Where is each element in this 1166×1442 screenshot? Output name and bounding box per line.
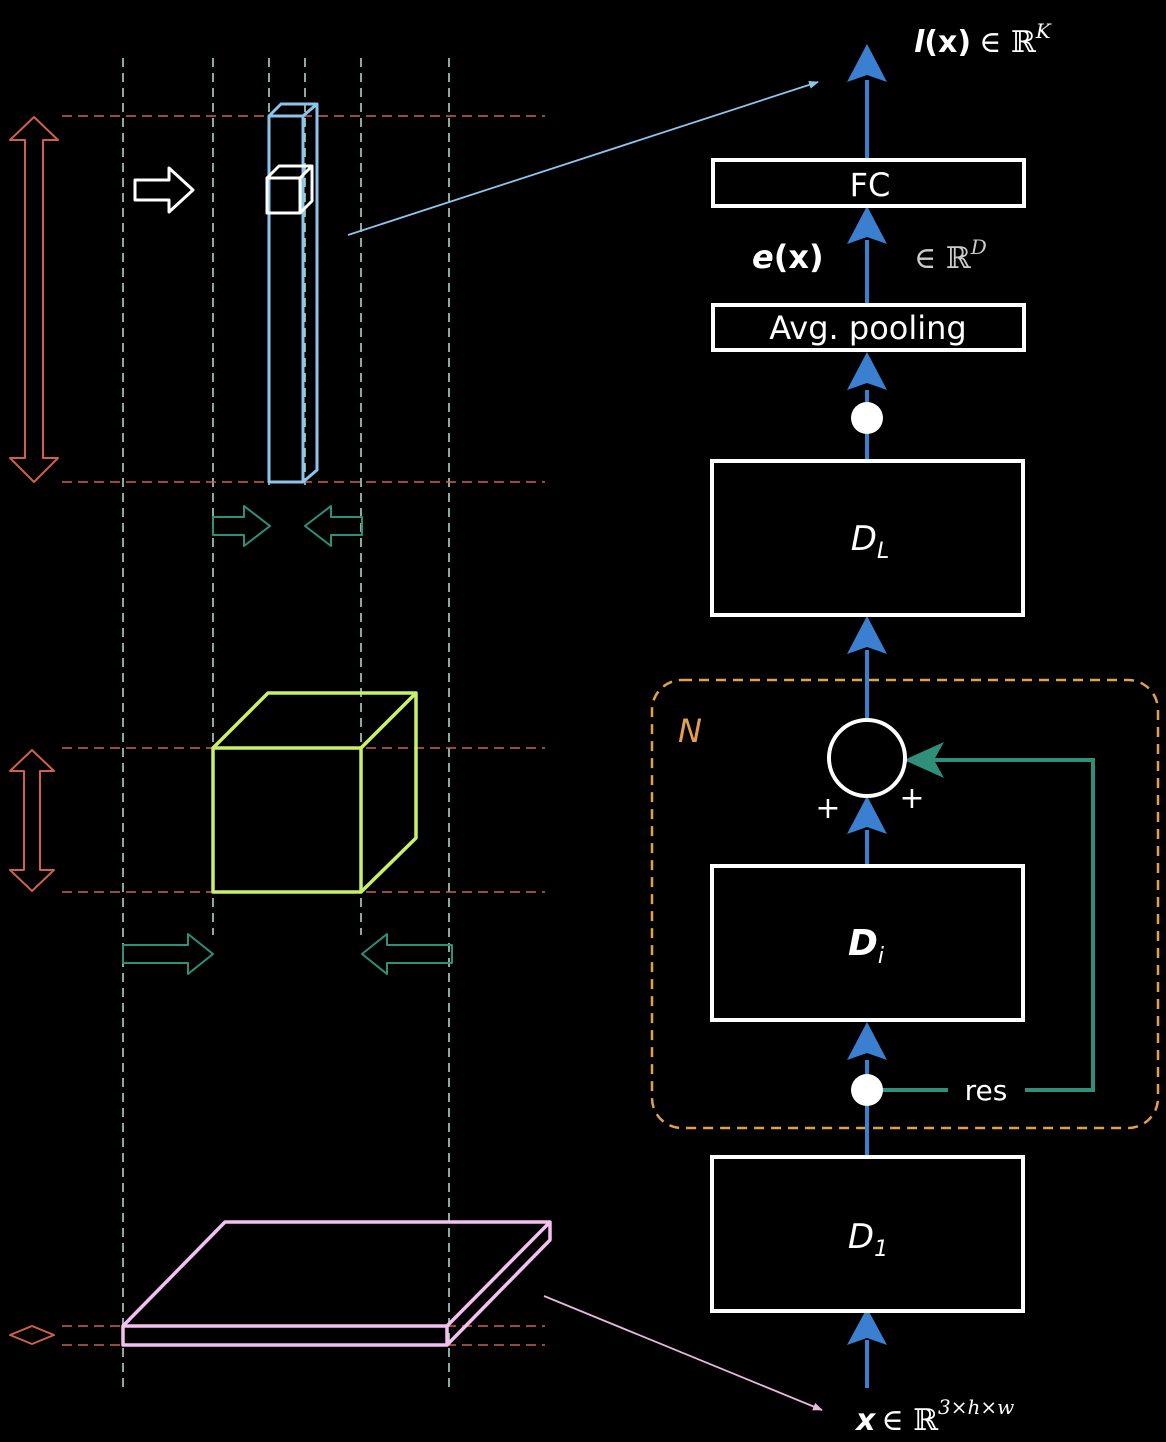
projection-line-bottom bbox=[543, 1295, 823, 1411]
input-space: ∈ ℝ bbox=[881, 1403, 939, 1438]
embedding-space: ∈ ℝ bbox=[914, 241, 972, 276]
block-d1-label: D1 bbox=[848, 1217, 888, 1262]
feature-column-top bbox=[267, 102, 319, 484]
embedding-symbol-label: e(x) bbox=[752, 238, 824, 276]
residual-group-box bbox=[650, 678, 1160, 1130]
arrowhead-dl bbox=[847, 616, 887, 654]
arrowhead-fc bbox=[847, 206, 887, 244]
output-symbol: l bbox=[914, 25, 925, 60]
input-exponent: 3×h×w bbox=[938, 1395, 1014, 1419]
fc-box bbox=[711, 158, 1026, 208]
input-label: x∈ ℝ3×h×w bbox=[854, 1395, 1014, 1438]
arrowhead-d1-di bbox=[847, 1022, 887, 1060]
width-arrows-mid bbox=[122, 933, 453, 975]
embedding-exponent: D bbox=[970, 235, 987, 259]
residual-arrowhead bbox=[904, 742, 944, 778]
block-di-sub: i bbox=[878, 944, 884, 969]
height-arrow-top bbox=[9, 116, 59, 483]
feature-cube-mid bbox=[211, 691, 418, 894]
height-arrow-bottom bbox=[9, 1325, 55, 1345]
block-di bbox=[710, 864, 1025, 1022]
block-di-label: Di bbox=[848, 923, 884, 969]
pooling-label: Avg. pooling bbox=[769, 309, 966, 347]
arrowhead-input bbox=[847, 1308, 887, 1345]
output-space: ∈ ℝ bbox=[979, 25, 1037, 60]
group-label: N bbox=[678, 712, 702, 750]
input-symbol: x bbox=[854, 1403, 877, 1438]
block-dl-label: DL bbox=[851, 519, 889, 564]
projection-line-top bbox=[347, 80, 819, 236]
block-d1-base: D bbox=[848, 1217, 874, 1257]
split-node-res bbox=[851, 1074, 883, 1106]
block-dl-sub: L bbox=[877, 539, 889, 564]
flow-arrowheads bbox=[847, 44, 887, 1345]
output-exponent: K bbox=[1035, 19, 1052, 43]
height-arrow-mid bbox=[9, 749, 55, 892]
residual-path bbox=[878, 758, 1095, 1092]
block-d1-sub: 1 bbox=[874, 1237, 888, 1262]
sum-node bbox=[827, 718, 907, 798]
output-label: l(x)∈ ℝK bbox=[914, 19, 1052, 60]
width-arrows-top bbox=[212, 505, 363, 547]
kernel-pointer-arrow bbox=[133, 166, 195, 214]
split-node-top bbox=[851, 402, 883, 434]
res-label: res bbox=[965, 1074, 1008, 1107]
kernel-cube bbox=[265, 164, 314, 215]
pooling-box bbox=[711, 303, 1026, 352]
fc-label: FC bbox=[850, 166, 891, 204]
arrowhead-pool bbox=[847, 352, 887, 390]
arrowhead-di-sum bbox=[847, 796, 887, 834]
width-guide-lines bbox=[122, 58, 450, 1392]
block-dl-base: D bbox=[851, 519, 877, 559]
block-di-base: D bbox=[848, 923, 878, 964]
embedding-symbol: e bbox=[752, 238, 774, 276]
block-dl bbox=[710, 459, 1025, 617]
block-d1 bbox=[710, 1155, 1025, 1313]
plus-left: + bbox=[815, 791, 840, 826]
arrowhead-output bbox=[847, 44, 887, 82]
feature-slab-bottom bbox=[121, 1220, 552, 1347]
embedding-space-label: ∈ ℝD bbox=[914, 235, 987, 276]
embedding-arg: (x) bbox=[774, 238, 824, 276]
plus-right: + bbox=[899, 781, 924, 816]
output-arg: (x) bbox=[924, 25, 971, 60]
